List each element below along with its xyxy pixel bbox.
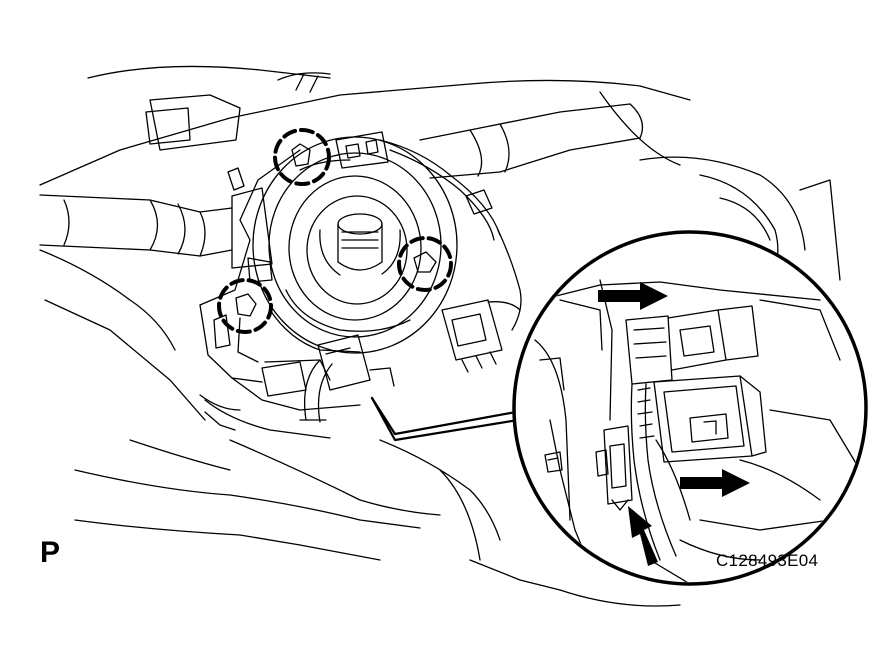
clip-marker-right (397, 236, 453, 292)
clip-marker-left (217, 278, 273, 334)
solid-black-arrow-icons (598, 282, 750, 566)
arrow-icon-bottom (628, 506, 658, 566)
figure-code: C128493E04 (716, 551, 819, 570)
clip-markers (217, 128, 453, 334)
arrow-icon-top (598, 282, 668, 310)
right-switch-lever (419, 103, 644, 179)
right-connector (441, 299, 521, 373)
bottom-harness (261, 334, 395, 423)
magnified-detail-view (512, 230, 868, 586)
top-connector (335, 131, 522, 331)
detail-upper-connector (625, 305, 759, 385)
left-switch-lever (39, 187, 273, 269)
detail-lower-connector (653, 375, 767, 463)
combination-switch-body (199, 149, 361, 431)
steering-shaft (319, 213, 401, 276)
clip-marker-top (273, 128, 331, 186)
detail-wire-harness (630, 383, 691, 561)
detail-left-connector (595, 425, 633, 511)
view-letter: P (40, 536, 61, 569)
spiral-cable-housing (252, 136, 458, 354)
dashboard-outline (39, 65, 841, 607)
callout-leader (370, 396, 520, 442)
arrow-icon-right (680, 469, 750, 497)
clip-tabs (235, 143, 437, 317)
